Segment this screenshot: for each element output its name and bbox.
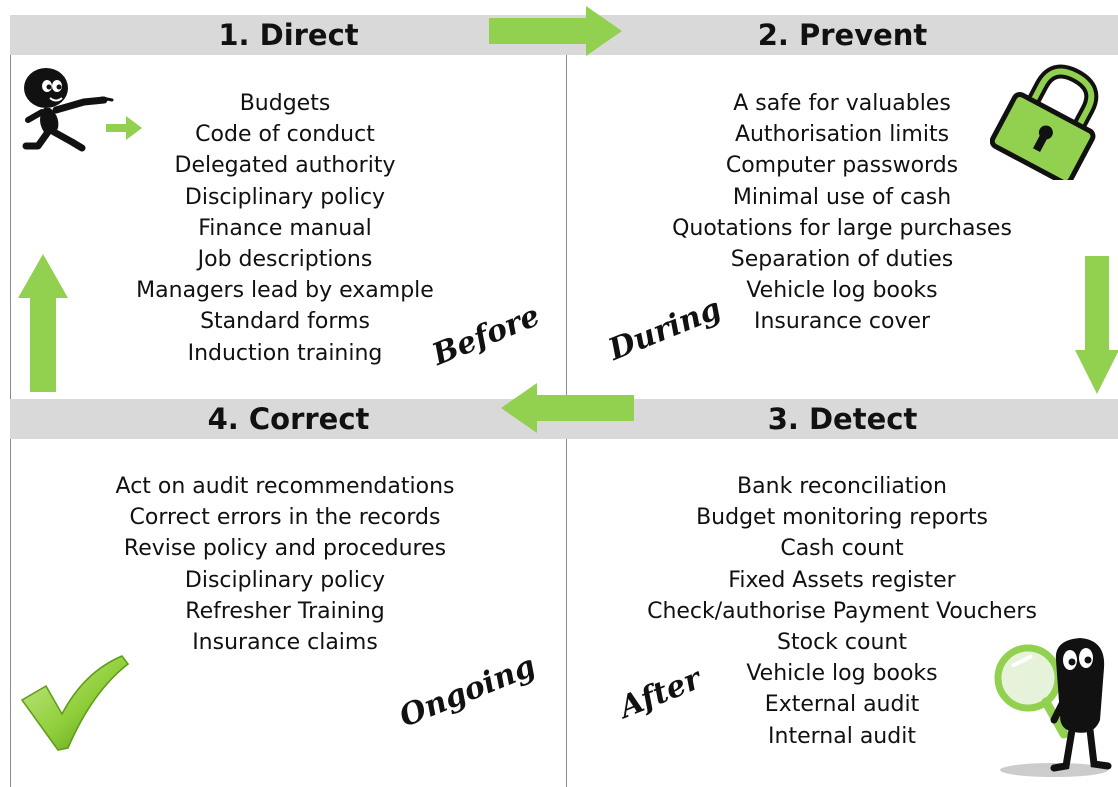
checkmark-icon xyxy=(20,655,130,751)
header-detect: 3. Detect xyxy=(567,399,1118,439)
prevent-item: A safe for valuables xyxy=(733,91,951,116)
prevent-item: Minimal use of cash xyxy=(732,184,952,210)
detect-item: Fixed Assets register xyxy=(728,567,956,593)
correct-item: Act on audit recommendations xyxy=(115,474,455,499)
header-prevent: 2. Prevent xyxy=(567,15,1118,55)
pointing-figure-icon xyxy=(22,68,142,152)
center-divider xyxy=(566,55,567,399)
arrow-up-icon xyxy=(18,254,68,392)
prevent-item: Authorisation limits xyxy=(734,122,950,148)
detect-item: External audit xyxy=(764,692,920,718)
detect-item: Budget monitoring reports xyxy=(696,505,988,531)
detect-item: Cash count xyxy=(780,536,904,562)
arrow-left-icon xyxy=(501,383,634,433)
header-direct: 1. Direct xyxy=(10,15,567,55)
stage-label-ongoing: Ongoing xyxy=(394,648,541,735)
correct-item: Revise policy and procedures xyxy=(123,536,447,562)
prevent-item: Insurance cover xyxy=(753,309,931,335)
title-direct: 1. Direct xyxy=(218,18,359,52)
direct-item: Induction training xyxy=(187,340,383,366)
arrow-right-icon xyxy=(489,6,622,56)
detect-item: Vehicle log books xyxy=(746,661,938,687)
header-correct: 4. Correct xyxy=(10,399,567,439)
padlock-icon xyxy=(990,64,1099,180)
magnifier-figure-icon xyxy=(994,638,1112,777)
correct-item: Insurance claims xyxy=(192,630,378,656)
detect-item: Stock count xyxy=(777,630,907,656)
direct-item: Job descriptions xyxy=(197,247,373,273)
correct-item: Disciplinary policy xyxy=(184,567,386,593)
correct-item: Correct errors in the records xyxy=(129,505,441,531)
prevent-item: Separation of duties xyxy=(730,247,954,273)
title-correct: 4. Correct xyxy=(207,402,370,436)
title-detect: 3. Detect xyxy=(767,402,918,436)
direct-item: Finance manual xyxy=(198,215,372,241)
prevent-item: Computer passwords xyxy=(725,153,959,179)
direct-item: Budgets xyxy=(239,91,331,116)
title-prevent: 2. Prevent xyxy=(757,18,928,52)
left-border-lower xyxy=(10,439,11,787)
prevent-item: Quotations for large purchases xyxy=(672,215,1012,241)
prevent-item: Vehicle log books xyxy=(746,278,938,304)
detect-item: Internal audit xyxy=(768,723,916,749)
direct-item: Delegated authority xyxy=(174,153,396,179)
correct-item: Refresher Training xyxy=(185,598,385,624)
center-divider-lower xyxy=(566,439,567,787)
direct-item: Disciplinary policy xyxy=(184,184,386,210)
direct-item: Managers lead by example xyxy=(136,278,434,304)
detect-item: Bank reconciliation xyxy=(737,474,947,499)
direct-item: Standard forms xyxy=(200,309,370,335)
arrow-down-icon xyxy=(1075,256,1118,394)
detect-item: Check/authorise Payment Vouchers xyxy=(647,598,1037,624)
left-border xyxy=(10,55,11,399)
direct-item: Code of conduct xyxy=(195,122,375,148)
